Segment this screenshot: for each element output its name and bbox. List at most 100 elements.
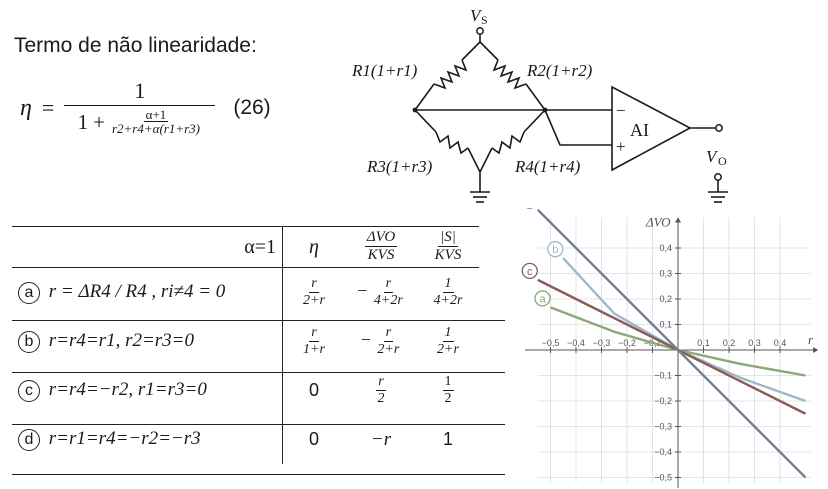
formula-inner-fraction: α+1 r2+r4+α(r1+r3) [110, 106, 202, 137]
x-tick-label: 0,4 [774, 338, 787, 348]
r3-label: R3(1+r3) [366, 157, 433, 176]
y-tick-label: −0,4 [654, 447, 672, 457]
table-row: b r=r4=r1, r2=r3=0 r 1+r − r 2+r 1 2+r [12, 317, 479, 366]
case-b-dv-den: 2+r [377, 341, 400, 357]
y-axis-label: ΔVO [645, 215, 671, 230]
row-divider [12, 320, 505, 321]
table-row: a r = ΔR4 / R4 , ri≠4 = 0 r 2+r − r 4+2r… [12, 267, 479, 317]
y-tick-label: 0,3 [659, 269, 672, 279]
bridge-circuit: V S R1(1+r1) R2(1+r2) R3(1+r3) R4(1+r4) … [351, 6, 728, 203]
case-c-eta: 0 [282, 366, 345, 415]
case-b-condition: r=r4=r1, r2=r3=0 [48, 330, 195, 352]
vs-label: V [470, 6, 483, 25]
x-tick-label: −0,2 [618, 338, 636, 348]
case-b-eta-den: 1+r [303, 341, 325, 357]
case-b-marker: b [18, 330, 40, 353]
x-tick-label: −0,4 [567, 338, 585, 348]
formula-den-one: 1 [77, 109, 89, 134]
y-tick-label: −0,1 [654, 371, 672, 381]
formula-fraction: 1 1 + α+1 r2+r4+α(r1+r3) [64, 79, 216, 137]
case-d-s: 1 [442, 429, 453, 449]
header-s: |S| KVS [433, 229, 464, 264]
chart-axes [525, 217, 819, 488]
vs-terminal [476, 27, 484, 35]
case-a-s-den: 4+2r [433, 292, 463, 308]
series-a-marker-circle [534, 290, 551, 307]
r4-label: R4(1+r4) [514, 157, 581, 176]
amp-minus: − [616, 101, 626, 120]
case-b-eta-num: r [309, 324, 319, 342]
series-c-marker-circle [521, 262, 538, 280]
x-tick-label: −0,3 [593, 338, 611, 348]
y-tick-label: −0,3 [654, 422, 672, 432]
x-tick-label: 0,1 [697, 338, 710, 348]
heading: Termo de não linearidade: [14, 34, 257, 57]
case-a-dv: r 4+2r [372, 275, 405, 308]
case-c-marker: c [18, 379, 40, 402]
case-d-eta: 0 [282, 415, 345, 464]
r1-label: R1(1+r1) [351, 61, 418, 80]
x-tick-label: −0,5 [542, 338, 560, 348]
case-a-s: 1 4+2r [432, 275, 465, 308]
y-tick-label: −0,5 [654, 473, 672, 483]
case-d-dv: −r [370, 428, 392, 450]
header-dv-den: KVS [367, 247, 395, 264]
vo-subscript: O [718, 154, 727, 168]
x-axis-arrow [813, 347, 819, 353]
formula-inner-den: r2+r4+α(r1+r3) [111, 121, 201, 137]
formula-lhs: η [20, 94, 32, 121]
vo-terminal [715, 124, 723, 132]
chart-series [536, 208, 807, 479]
case-d-marker: d [18, 428, 40, 451]
case-a-dv-den: 4+2r [373, 292, 403, 308]
eta-formula: η = 1 1 + α+1 r2+r4+α(r1+r3) (26) [20, 68, 320, 148]
vo-label: V [706, 147, 719, 166]
case-b-dv-num: r [383, 324, 394, 342]
x-axis-label: r [808, 332, 814, 347]
header-alpha: α=1 [12, 226, 283, 268]
case-c-dv-den: 2 [377, 390, 385, 406]
vs-subscript: S [481, 13, 488, 27]
series-c-marker-label: c [527, 266, 533, 278]
case-c-s-den: 2 [444, 390, 452, 406]
series-b-line [562, 257, 806, 403]
header-s-num: |S| [438, 229, 458, 248]
case-a-dv-num: r [383, 275, 394, 293]
formula-eq: = [41, 95, 55, 120]
header-eta: η [282, 226, 345, 268]
header-dv-num: ΔVO [364, 229, 398, 248]
chart-series-markers: abcd [521, 208, 564, 307]
x-tick-label: 0,2 [723, 338, 736, 348]
formula-inner-num: α+1 [143, 106, 169, 123]
case-a-marker: a [18, 281, 40, 304]
table-row: d r=r1=r4=−r2=−r3 0 −r 1 [12, 415, 479, 464]
case-a-s-num: 1 [442, 275, 454, 293]
row-divider [12, 372, 505, 373]
formula-den-plus: + [93, 109, 105, 134]
equation-number: (26) [233, 96, 271, 119]
series-a-marker-label: a [539, 293, 546, 305]
case-d-condition: r=r1=r4=−r2=−r3 [48, 428, 201, 450]
case-a-eta-den: 2+r [303, 292, 325, 308]
row-divider [12, 424, 505, 425]
table-bottom-rule [12, 474, 505, 475]
case-b-eta: r 1+r [301, 324, 327, 357]
case-a-eta-num: r [309, 275, 319, 293]
case-c-dv-num: r [376, 373, 386, 391]
y-tick-label: 0,2 [659, 294, 672, 304]
case-c-s-num: 1 [442, 373, 454, 391]
r2-label: R2(1+r2) [526, 61, 593, 80]
header-dv: ΔVO KVS [364, 229, 398, 264]
y-tick-label: 0,4 [659, 243, 672, 253]
chart-tick-labels: −0,5 −0,4 −0,3 −0,2 −0,1 0,1 0,2 0,3 0,4 0,4 0,3 0,… [542, 243, 787, 483]
delta-vo-chart: −0,5 −0,4 −0,3 −0,2 −0,1 0,1 0,2 0,3 0,4 0,4 0,3 0,… [521, 208, 819, 488]
case-a-condition: r = ΔR4 / R4 , ri≠4 = 0 [48, 281, 226, 303]
case-b-s-num: 1 [442, 324, 454, 342]
case-b-s-den: 2+r [437, 341, 459, 357]
case-c-dv: r 2 [376, 373, 387, 406]
x-tick-label: 0,3 [748, 338, 761, 348]
table-header: α=1 η ΔVO KVS |S| KVS [12, 226, 479, 268]
header-s-den: KVS [434, 247, 462, 264]
vo-ground-terminal [714, 173, 722, 181]
y-tick-label: 0,1 [659, 320, 672, 330]
